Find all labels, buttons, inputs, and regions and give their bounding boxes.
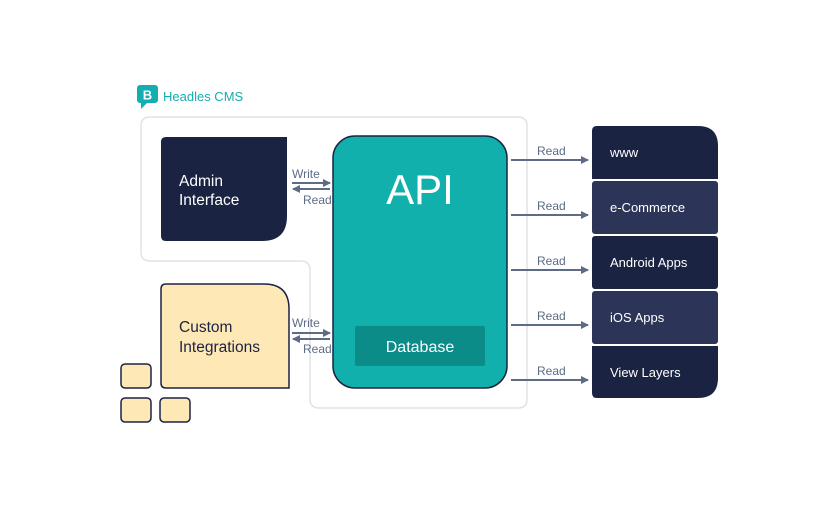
output-node-view-layers: View Layers [592, 346, 718, 398]
output-nodes: www e-Commerce Android Apps iOS Apps Vie… [592, 126, 718, 398]
brand-logo-icon: B [137, 85, 158, 109]
api-title: API [386, 166, 454, 213]
custom-read-label: Read [303, 342, 332, 356]
admin-write-label: Write [292, 167, 320, 181]
custom-integrations-node: Custom Integrations [160, 283, 290, 389]
output-edge-label: Read [537, 364, 566, 378]
output-node-ios-apps: iOS Apps [592, 291, 718, 344]
output-edge-label: Read [537, 199, 566, 213]
custom-integrations-label-line2: Integrations [179, 339, 260, 356]
output-node-label: e-Commerce [610, 200, 685, 215]
output-edges: Read Read Read Read Read [511, 144, 589, 384]
output-node-label: www [609, 145, 639, 160]
database-label: Database [386, 339, 455, 356]
output-node-ecommerce: e-Commerce [592, 181, 718, 234]
cms-boundary-frame [140, 116, 528, 409]
brand-name: Headles CMS [163, 89, 244, 104]
brand-header: B Headles CMS [137, 85, 244, 109]
output-node-label: Android Apps [610, 255, 688, 270]
integration-block [120, 397, 152, 423]
output-node-label: View Layers [610, 365, 681, 380]
output-node-www: www [592, 126, 718, 179]
integration-blocks [120, 363, 191, 423]
admin-interface-label-line1: Admin [179, 173, 223, 190]
output-edge-label: Read [537, 309, 566, 323]
admin-read-label: Read [303, 193, 332, 207]
admin-interface-node: Admin Interface [161, 137, 287, 241]
brand-logo-letter: B [143, 88, 152, 103]
custom-write-label: Write [292, 316, 320, 330]
integration-block [159, 397, 191, 423]
output-node-android-apps: Android Apps [592, 236, 718, 289]
output-edge-label: Read [537, 254, 566, 268]
database-box [355, 326, 485, 366]
custom-edges: Write Read [292, 316, 332, 356]
integration-block [120, 363, 152, 389]
output-node-label: iOS Apps [610, 310, 665, 325]
api-node: API Database [332, 135, 508, 389]
admin-edges: Write Read [292, 167, 332, 207]
output-edge-label: Read [537, 144, 566, 158]
admin-interface-label-line2: Interface [179, 192, 239, 209]
custom-integrations-label-line1: Custom [179, 319, 232, 336]
